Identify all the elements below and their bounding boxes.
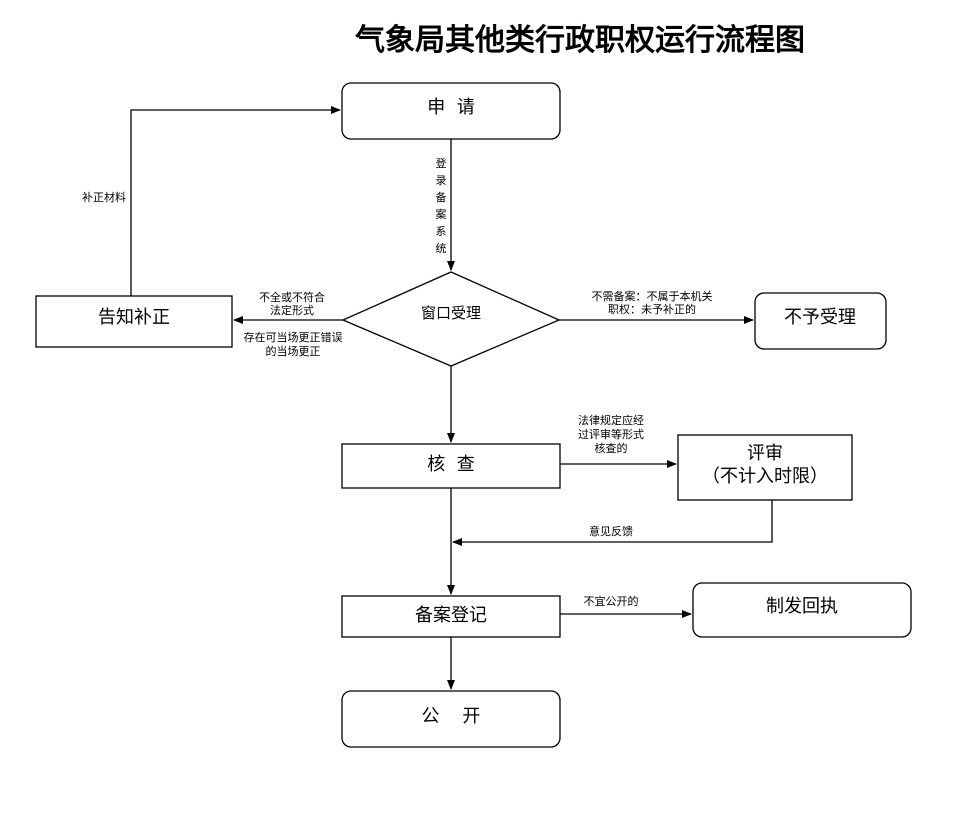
node-reject-label: 不予受理	[784, 307, 856, 328]
label-login-system-6: 统	[436, 242, 447, 255]
edge-labels: 登 录 备 案 系 统 补正材料 不全或不符合 法定形式 存在可当场更正错误 的…	[82, 156, 713, 608]
page-title: 气象局其他类行政职权运行流程图	[355, 23, 805, 58]
label-law-3: 核查的	[595, 441, 628, 455]
edge-review-feedback	[452, 500, 773, 546]
node-receipt: 制发回执	[692, 582, 912, 638]
node-check: 核 查	[341, 443, 561, 489]
label-no-filing-1: 不需备案：不属于本机关	[592, 289, 713, 303]
node-notify-supplement-label: 告知补正	[98, 307, 170, 328]
node-review: 评审 （不计入时限）	[677, 434, 853, 501]
label-no-filing-2: 职权：未予补正的	[608, 302, 696, 316]
label-not-public: 不宜公开的	[584, 594, 639, 608]
label-login-system-3: 备	[436, 190, 447, 204]
label-incomplete-1: 不全或不符合	[259, 290, 325, 304]
node-register-label: 备案登记	[415, 605, 487, 626]
edge-notify-to-apply	[130, 106, 341, 296]
label-login-system-2: 录	[436, 174, 447, 187]
node-reject: 不予受理	[754, 292, 887, 350]
label-feedback: 意见反馈	[589, 524, 633, 538]
label-law-1: 法律规定应经	[578, 413, 644, 427]
label-login-system-4: 案	[436, 207, 447, 221]
label-correctable-1: 存在可当场更正错误	[244, 330, 343, 344]
node-publish-label: 公 开	[422, 706, 481, 727]
label-login-system-1: 登	[436, 156, 447, 170]
node-register: 备案登记	[341, 595, 561, 638]
node-review-label-line1: 评审	[747, 443, 783, 464]
node-publish: 公 开	[341, 690, 561, 748]
node-window-accept: 窗口受理	[341, 271, 561, 367]
node-notify-supplement: 告知补正	[35, 295, 233, 348]
node-review-label-line2: （不计入时限）	[702, 466, 828, 487]
node-apply: 申 请	[341, 82, 561, 140]
label-incomplete-2: 法定形式	[270, 303, 314, 317]
node-window-accept-label: 窗口受理	[421, 304, 481, 322]
label-supplement: 补正材料	[82, 190, 126, 204]
node-receipt-label: 制发回执	[766, 596, 838, 617]
node-apply-label: 申 请	[427, 97, 474, 118]
label-login-system-5: 系	[436, 225, 447, 238]
label-law-2: 过评审等形式	[578, 427, 644, 441]
node-check-label: 核 查	[427, 454, 474, 475]
label-correctable-2: 的当场更正	[266, 344, 321, 358]
